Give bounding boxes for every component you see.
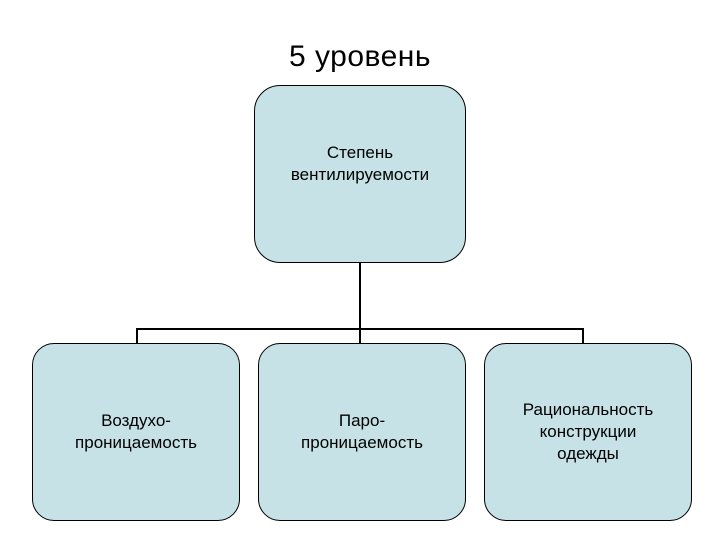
node-child-3: Рациональность конструкции одежды: [484, 343, 692, 521]
node-root-label: Степень вентилируемости: [290, 143, 430, 184]
connector-drop-child-2: [359, 328, 361, 344]
node-child-2: Паро- проницаемость: [258, 343, 466, 521]
node-child-1-label: Воздухо- проницаемость: [75, 411, 197, 452]
connector-drop-child-1: [136, 328, 138, 344]
node-root: Степень вентилируемости: [254, 85, 466, 263]
node-child-2-label: Паро- проницаемость: [301, 411, 423, 452]
node-child-1: Воздухо- проницаемость: [32, 343, 240, 521]
node-child-3-label: Рациональность конструкции одежды: [522, 400, 654, 463]
connector-drop-child-3: [582, 328, 584, 344]
connector-root-stem: [359, 263, 361, 329]
page-title: 5 уровень: [288, 40, 432, 73]
